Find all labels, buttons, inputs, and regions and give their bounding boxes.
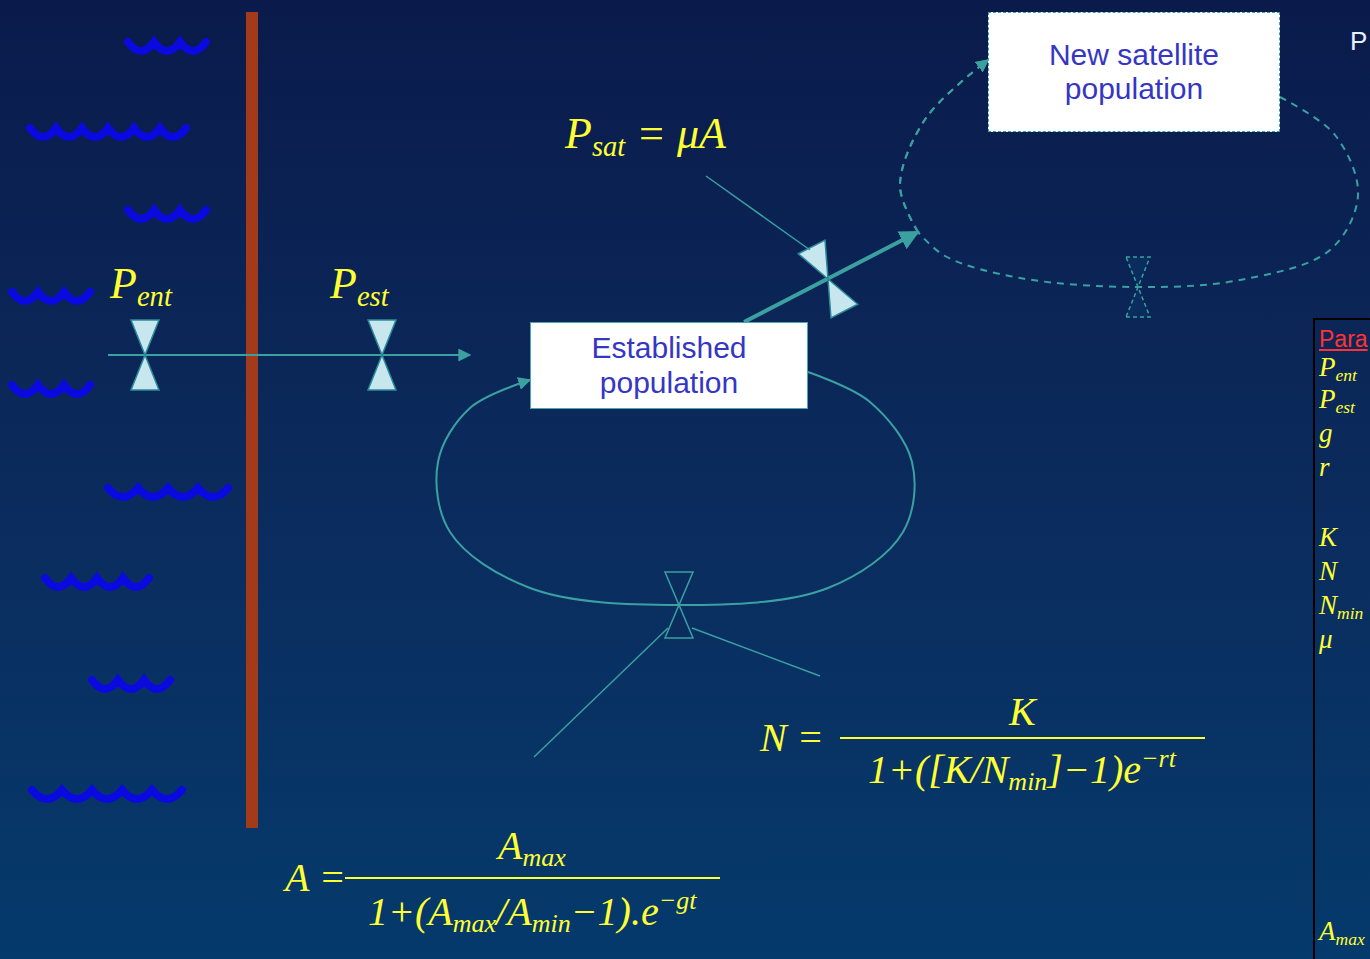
text-run: K bbox=[1319, 522, 1337, 552]
formula-lhs: N = bbox=[760, 718, 824, 758]
process-box: Established population bbox=[530, 322, 808, 409]
wave bbox=[128, 42, 206, 51]
parameter-symbol: Pent bbox=[1319, 354, 1357, 384]
valve-symbol bbox=[798, 240, 857, 318]
wave bbox=[12, 292, 90, 301]
parameter-symbol: Amax bbox=[1319, 918, 1365, 948]
leader-line bbox=[706, 176, 810, 250]
text-run: −rt bbox=[1141, 744, 1176, 773]
entry-valve bbox=[131, 320, 159, 390]
valve-symbol bbox=[368, 320, 396, 390]
text-run: A bbox=[498, 823, 522, 868]
text-run: New satellite population bbox=[1049, 38, 1219, 106]
text-run: min bbox=[532, 909, 571, 938]
text-run: max bbox=[453, 909, 496, 938]
wave bbox=[108, 488, 228, 497]
sea-waves bbox=[12, 42, 228, 799]
inflow-arrow bbox=[108, 354, 470, 356]
text-run: = μA bbox=[625, 109, 726, 158]
parameter-symbol: Pest bbox=[1319, 386, 1355, 416]
node-label: Established population bbox=[541, 331, 797, 400]
text-run: Established population bbox=[591, 331, 746, 399]
text-run: P bbox=[1319, 352, 1336, 382]
parameter-symbol: r bbox=[1319, 454, 1330, 481]
connector-path bbox=[744, 232, 918, 322]
text-run: −1).e bbox=[571, 889, 659, 934]
text-run: max bbox=[1336, 929, 1365, 949]
leader-line bbox=[692, 628, 820, 676]
node-label: New satellite population bbox=[999, 38, 1269, 107]
valve-symbol bbox=[665, 572, 693, 638]
text-run: ]−1)e bbox=[1047, 747, 1141, 792]
coastline-bar bbox=[246, 12, 258, 828]
connector-path bbox=[900, 60, 988, 232]
formula-numerator: K bbox=[1009, 692, 1036, 732]
leader-line bbox=[534, 628, 668, 757]
text-run: P bbox=[1350, 26, 1367, 56]
parameter-symbol: g bbox=[1319, 420, 1333, 447]
text-run: min bbox=[1337, 603, 1363, 623]
text-run: N bbox=[1319, 590, 1337, 620]
text-run: A = bbox=[285, 855, 346, 900]
wave bbox=[32, 790, 182, 799]
text-run: ent bbox=[137, 281, 172, 312]
panel-heading: Para bbox=[1319, 328, 1368, 351]
formula-lhs: A = bbox=[285, 858, 346, 898]
text-run: P bbox=[330, 259, 357, 308]
text-run: μ bbox=[1319, 624, 1333, 654]
fraction-bar bbox=[840, 737, 1205, 739]
parameter-symbol: K bbox=[1319, 524, 1337, 551]
text-run: −gt bbox=[659, 886, 697, 915]
text-run: max bbox=[522, 843, 565, 872]
text-run: K bbox=[1009, 689, 1036, 734]
valve-label: Pent bbox=[110, 262, 172, 312]
satellite-growth-valve bbox=[1126, 257, 1150, 317]
text-run: g bbox=[1319, 418, 1333, 448]
text-run: N bbox=[1319, 556, 1337, 586]
text-run: A bbox=[1319, 916, 1336, 946]
text-run: est bbox=[1336, 397, 1355, 417]
parameter-symbol: μ bbox=[1319, 626, 1333, 653]
flow-connector bbox=[744, 60, 988, 322]
wave bbox=[128, 210, 206, 219]
text-run: 1+(A bbox=[368, 889, 453, 934]
valve-symbol bbox=[1126, 257, 1150, 317]
text-run: sat bbox=[592, 131, 625, 162]
text-run: 1+([K/N bbox=[868, 747, 1008, 792]
text-run: N = bbox=[760, 715, 824, 760]
flow-formula: Psat = μA bbox=[565, 112, 726, 162]
parameter-symbol: Nmin bbox=[1319, 592, 1363, 622]
connector-path bbox=[900, 60, 988, 232]
valve-label: Pest bbox=[330, 262, 389, 312]
text-run: r bbox=[1319, 452, 1330, 482]
text-run: P bbox=[110, 259, 137, 308]
process-box: New satellite population bbox=[988, 12, 1280, 132]
wave bbox=[45, 578, 149, 587]
text-run: /A bbox=[496, 889, 532, 934]
text-run: ent bbox=[1336, 365, 1357, 385]
text-run: P bbox=[565, 109, 592, 158]
formula-denominator: 1+(Amax/Amin−1).e−gt bbox=[368, 888, 696, 937]
establishment-valve bbox=[368, 320, 396, 390]
title-fragment: P bbox=[1350, 28, 1367, 54]
formula-numerator: Amax bbox=[498, 826, 566, 871]
text-run: min bbox=[1008, 767, 1047, 796]
wave bbox=[30, 128, 186, 137]
formula-denominator: 1+([K/Nmin]−1)e−rt bbox=[868, 746, 1176, 795]
satellite-valve bbox=[798, 240, 857, 318]
parameter-panel: ParaPentPestgrKNNminμAmax bbox=[1313, 318, 1370, 959]
valve-symbol bbox=[131, 320, 159, 390]
parameter-symbol: N bbox=[1319, 558, 1337, 585]
fraction-bar bbox=[345, 877, 720, 879]
text-run: est bbox=[357, 281, 389, 312]
wave bbox=[92, 680, 170, 689]
text-run: Para bbox=[1319, 326, 1368, 352]
text-run: P bbox=[1319, 384, 1336, 414]
growth-valve bbox=[665, 572, 693, 638]
wave bbox=[12, 385, 90, 394]
